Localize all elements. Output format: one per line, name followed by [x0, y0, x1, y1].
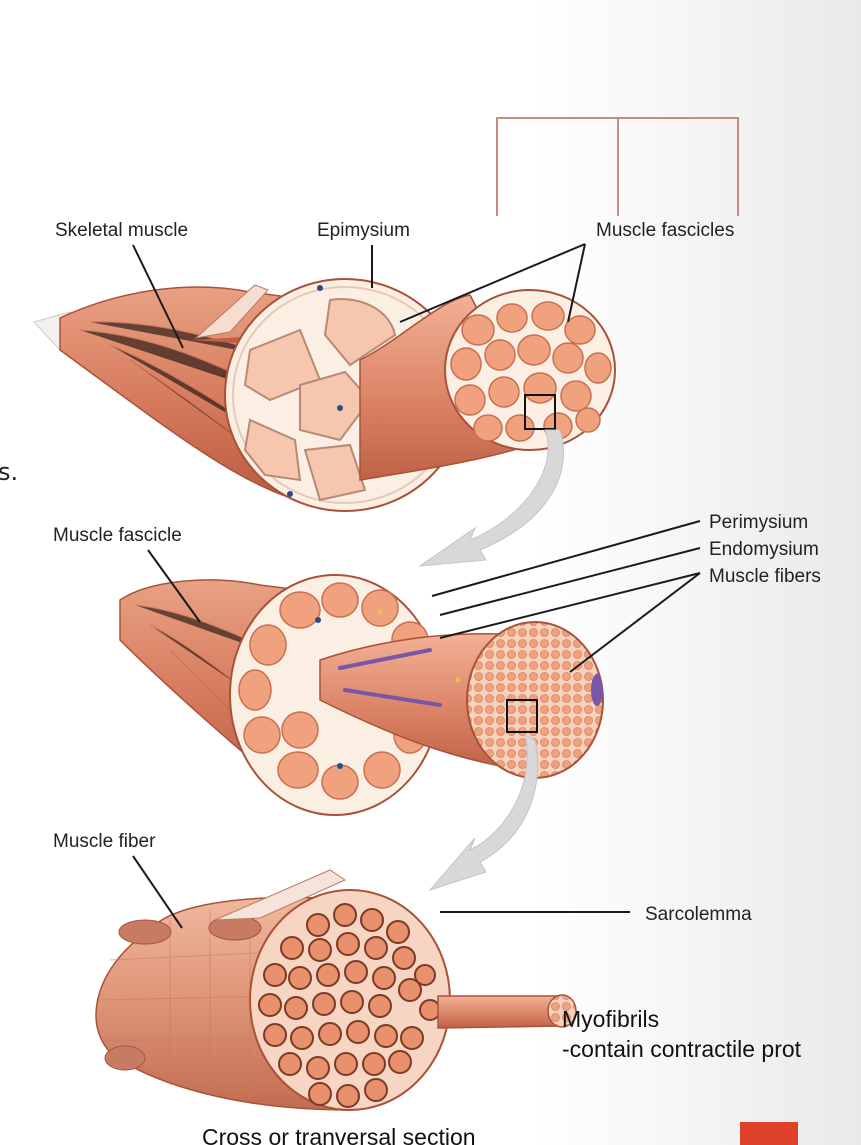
- label-epimysium: Epimysium: [317, 220, 410, 241]
- label-cross-section: Cross or tranversal section: [202, 1124, 476, 1145]
- label-muscle-fiber: Muscle fiber: [53, 831, 156, 852]
- zoom-arrow-2: [428, 734, 539, 892]
- label-myofibrils: Myofibrils: [562, 1006, 659, 1032]
- top-bracket: [496, 117, 739, 216]
- label-muscle-fascicles: Muscle fascicles: [596, 220, 734, 241]
- left-edge-text-fragment: s.: [0, 458, 18, 486]
- corner-marker: [740, 1122, 798, 1145]
- myofibril-sections: [258, 903, 441, 1108]
- leader-lines: [132, 243, 701, 929]
- muscle-fiber-illustration: [95, 869, 577, 1111]
- zoom-arrow-1: [418, 429, 564, 567]
- zoom-box-1: [524, 394, 556, 430]
- label-endomysium: Endomysium: [709, 539, 819, 560]
- muscle-fascicle-illustration: [119, 574, 604, 816]
- label-skeletal-muscle: Skeletal muscle: [55, 220, 188, 241]
- skeletal-muscle-illustration: [33, 278, 616, 512]
- zoom-box-2: [506, 699, 538, 733]
- label-muscle-fascicle: Muscle fascicle: [53, 525, 182, 546]
- label-myofibrils-note: -contain contractile prot: [562, 1036, 802, 1062]
- label-perimysium: Perimysium: [709, 512, 808, 533]
- fascicle-fibers: [450, 301, 612, 442]
- label-sarcolemma: Sarcolemma: [645, 904, 752, 925]
- label-muscle-fibers: Muscle fibers: [709, 566, 821, 587]
